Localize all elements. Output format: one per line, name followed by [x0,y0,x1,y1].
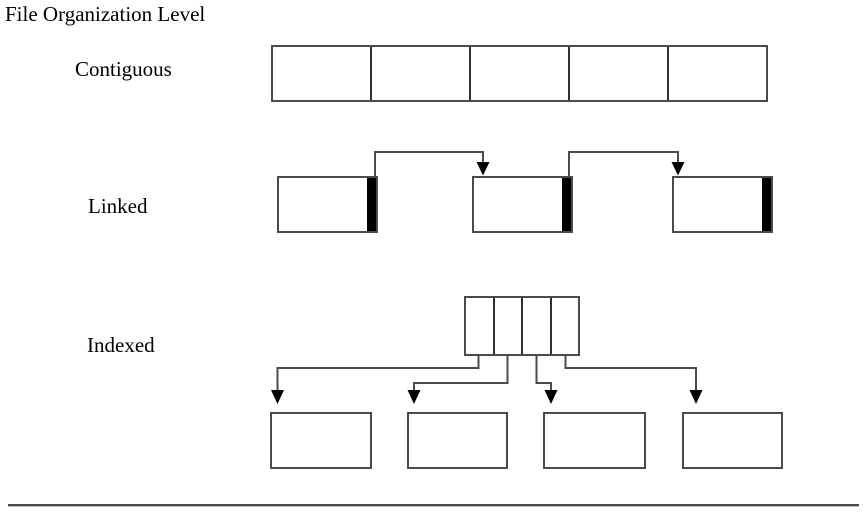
linked-pointer-arrow-2 [568,151,685,176]
indexed-data-block [270,412,372,469]
arrowhead-icon [407,390,421,404]
index-pointer-arrow-4 [564,356,703,404]
index-entry-cell [492,298,522,354]
arrowhead-icon [271,390,284,404]
indexed-data-block [407,412,508,469]
contiguous-block-cell [667,47,766,100]
index-block [464,296,580,356]
arrowhead-icon [544,390,558,404]
arrowhead-icon [689,390,703,404]
linked-block [472,176,573,233]
contiguous-label: Contiguous [75,57,172,81]
index-entry-cell [521,298,550,354]
contiguous-block-cell [568,47,667,100]
index-pointer-arrow-3 [535,356,558,404]
index-pointer-arrow-2 [407,356,509,404]
pointer-bar [367,178,376,231]
indexed-data-block [543,412,646,469]
index-pointer-arrow-1 [271,356,480,404]
contiguous-block-cell [370,47,469,100]
linked-block [277,176,378,233]
contiguous-block-cell [273,47,370,100]
pointer-bar [762,178,771,231]
contiguous-block-cell [469,47,568,100]
pointer-bar [562,178,571,231]
linked-block [672,176,773,233]
indexed-data-block [682,412,783,469]
bottom-divider [8,504,859,507]
linked-pointer-arrow-1 [374,151,490,176]
linked-label: Linked [88,194,148,218]
contiguous-blocks-strip [271,45,768,102]
index-entry-cell [549,298,579,354]
arrowhead-icon [476,162,490,176]
arrowhead-icon [671,162,685,176]
indexed-label: Indexed [87,333,155,357]
index-entry-cell [466,298,493,354]
diagram-title: File Organization Level [5,2,206,26]
